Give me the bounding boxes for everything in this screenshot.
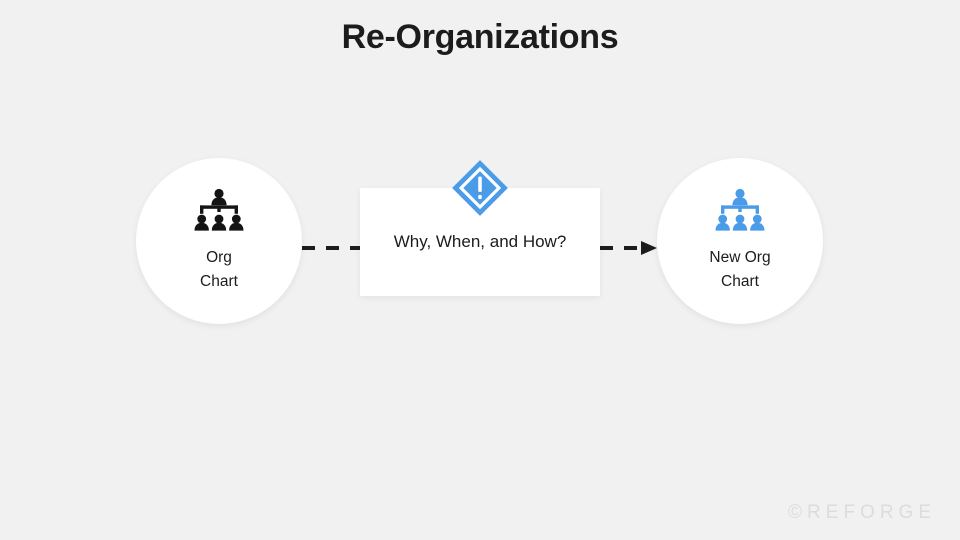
- node-label-line1: New Org: [709, 248, 771, 266]
- node-new-org-chart: New Org Chart: [657, 158, 823, 324]
- warning-exclamation-diamond-icon: [452, 160, 508, 216]
- page-title: Re-Organizations: [341, 18, 619, 56]
- dashed-connector-right-with-arrow: [600, 241, 657, 255]
- node-org-chart: Org Chart: [136, 158, 302, 324]
- center-question-label: Why, When, and How?: [393, 232, 567, 251]
- node-label-line2: Chart: [200, 273, 238, 290]
- org-chart-icon: [715, 188, 765, 231]
- node-label-line2: Chart: [721, 273, 759, 290]
- arrowhead-icon: [641, 241, 657, 255]
- node-label: Org Chart: [200, 246, 238, 294]
- node-label-line1: Org: [206, 248, 232, 266]
- node-label: New Org Chart: [709, 246, 770, 294]
- reforge-watermark: ©REFORGE: [788, 502, 936, 523]
- org-chart-icon: [194, 188, 244, 231]
- dashed-connector-left: [302, 246, 362, 250]
